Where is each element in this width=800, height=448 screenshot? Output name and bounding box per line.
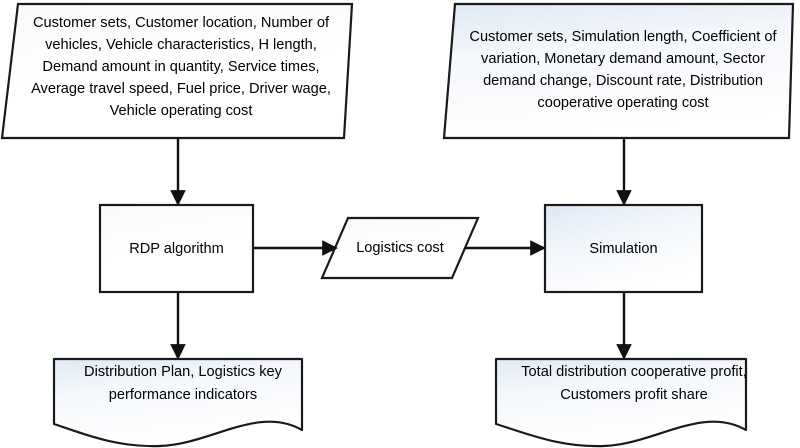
node-output-left-shape — [52, 357, 304, 448]
node-simulation-shape — [543, 203, 704, 294]
node-logistics-cost-shape — [320, 216, 480, 280]
node-input-right-shape — [442, 2, 795, 140]
node-rdp-algorithm-shape — [98, 203, 255, 294]
node-input-left-shape — [0, 2, 354, 140]
node-output-right-shape — [494, 357, 748, 448]
